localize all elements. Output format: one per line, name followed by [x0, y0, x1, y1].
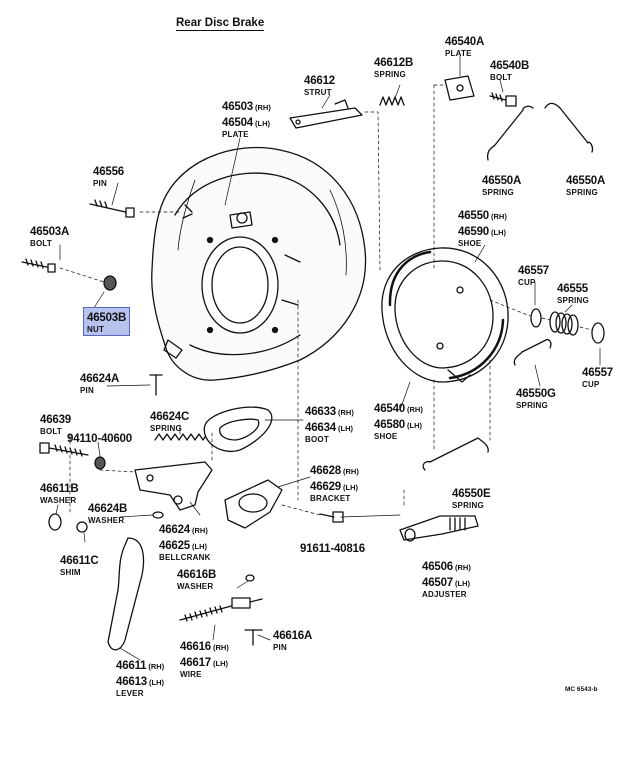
bolt-46503a [21, 258, 56, 273]
label-46611-46613[interactable]: 46611(RH) 46613(LH) LEVER [116, 660, 165, 698]
cup-right [591, 322, 605, 344]
label-91611-40816[interactable]: 91611-40816 [300, 543, 365, 555]
washer-46616b [245, 574, 255, 582]
cup-left [530, 308, 542, 328]
strut [289, 99, 363, 129]
assembly-lines [59, 84, 593, 516]
pin-46616a [244, 629, 263, 646]
label-46633-46634[interactable]: 46633(RH) 46634(LH) BOOT [305, 406, 354, 444]
washer-46611b [48, 513, 62, 531]
backing-plate [151, 146, 367, 381]
spring-46550g [513, 338, 552, 366]
spring-46550e [422, 437, 489, 471]
washer-46624b [152, 511, 164, 519]
bracket [224, 479, 283, 529]
return-spring-2 [544, 102, 594, 153]
bolt-46540b [489, 92, 517, 107]
label-46624-46625[interactable]: 46624(RH) 46625(LH) BELLCRANK [159, 524, 211, 562]
adjuster [399, 515, 479, 542]
return-spring-1 [486, 105, 534, 161]
parking-lever [107, 537, 145, 651]
nut-94110 [94, 456, 106, 470]
bellcrank [134, 461, 213, 511]
label-46540-46580[interactable]: 46540(RH) 46580(LH) SHOE [374, 403, 423, 441]
bolt-91611 [319, 511, 344, 523]
label-46628-46629[interactable]: 46628(RH) 46629(LH) BRACKET [310, 465, 359, 503]
nut-46503b [103, 275, 117, 291]
diagram-title: Rear Disc Brake [176, 17, 265, 31]
bolt-46639 [39, 442, 89, 457]
hold-down-spring [549, 311, 579, 336]
label-46616-46617[interactable]: 46616(RH) 46617(LH) WIRE [180, 641, 229, 679]
brake-shoe-assembly [381, 247, 509, 383]
catalog-code: MC 6543-b [565, 686, 598, 693]
boot [203, 406, 273, 452]
strut-spring [379, 96, 405, 106]
spring-46624c [154, 433, 212, 441]
pin-46624a [149, 374, 163, 396]
label-94110-40600[interactable]: 94110-40600 [67, 433, 132, 445]
label-46506-46507[interactable]: 46506(RH) 46507(LH) ADJUSTER [422, 561, 471, 599]
label-46550-46590[interactable]: 46550(RH) 46590(LH) SHOE [458, 210, 507, 248]
parking-wire [179, 597, 263, 622]
leader-lines [55, 55, 601, 661]
pin-46556 [89, 199, 135, 218]
plate-46540a [444, 75, 475, 101]
label-46503-46504[interactable]: 46503(RH) 46504(LH) PLATE [222, 101, 271, 139]
shim-46611c [76, 521, 88, 533]
